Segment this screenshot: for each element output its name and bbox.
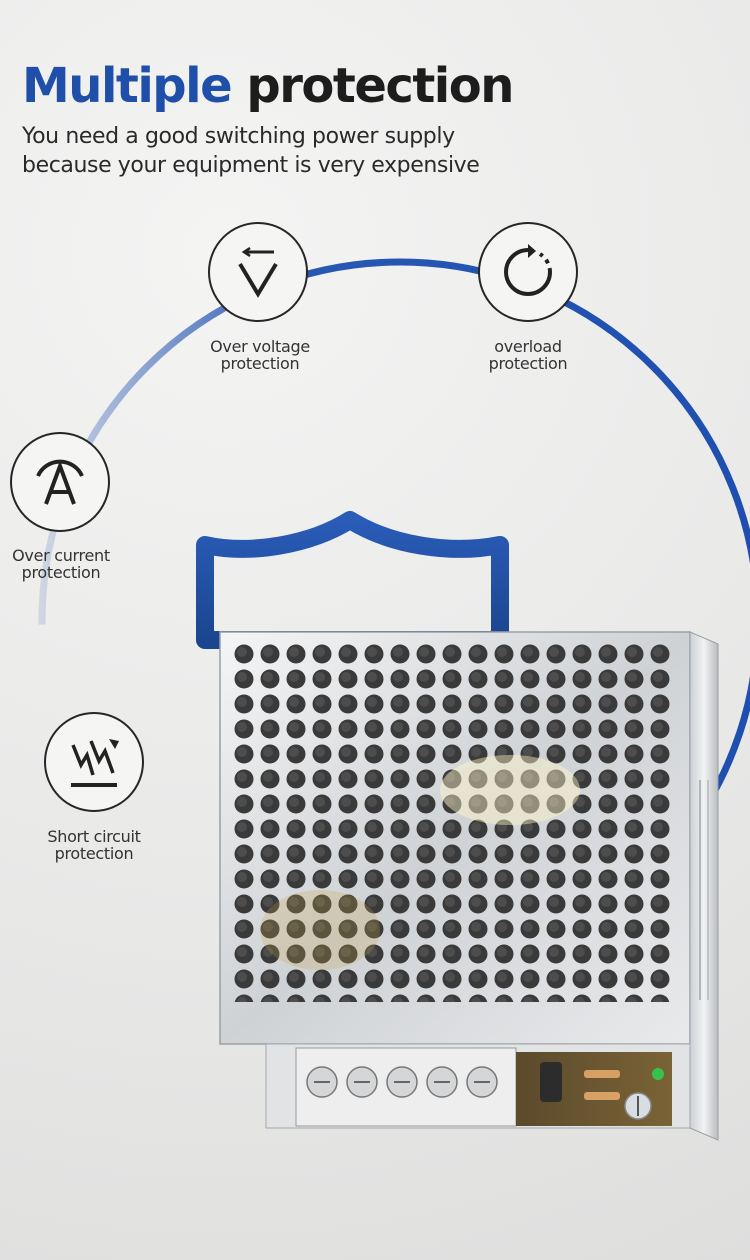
perforated-grill bbox=[232, 640, 670, 1002]
subtitle-line-1: You need a good switching power supply bbox=[22, 124, 455, 149]
feature-caption-overload: overload protection bbox=[488, 337, 568, 373]
subtitle-line-2: because your equipment is very expensive bbox=[22, 153, 480, 178]
title-highlight: Multiple bbox=[22, 58, 233, 114]
blue-ring bbox=[38, 258, 750, 982]
feature-caption-over-voltage: Over voltage protection bbox=[210, 337, 310, 373]
overload-icon bbox=[478, 222, 578, 322]
title-rest: protection bbox=[246, 58, 514, 114]
feature-caption-over-current: Over current protection bbox=[12, 546, 110, 582]
over-voltage-icon bbox=[208, 222, 308, 322]
short-circuit-icon bbox=[44, 712, 144, 812]
shield-shape bbox=[196, 511, 509, 649]
page-title: Multiple protection bbox=[22, 58, 514, 114]
feature-caption-short-circuit: Short circuit protection bbox=[47, 827, 141, 863]
circuit-board bbox=[516, 1052, 672, 1126]
case-side bbox=[689, 631, 719, 1141]
over-current-icon bbox=[10, 432, 110, 532]
subtitle: You need a good switching power supply b… bbox=[22, 122, 480, 180]
status-led-icon bbox=[652, 1068, 664, 1080]
